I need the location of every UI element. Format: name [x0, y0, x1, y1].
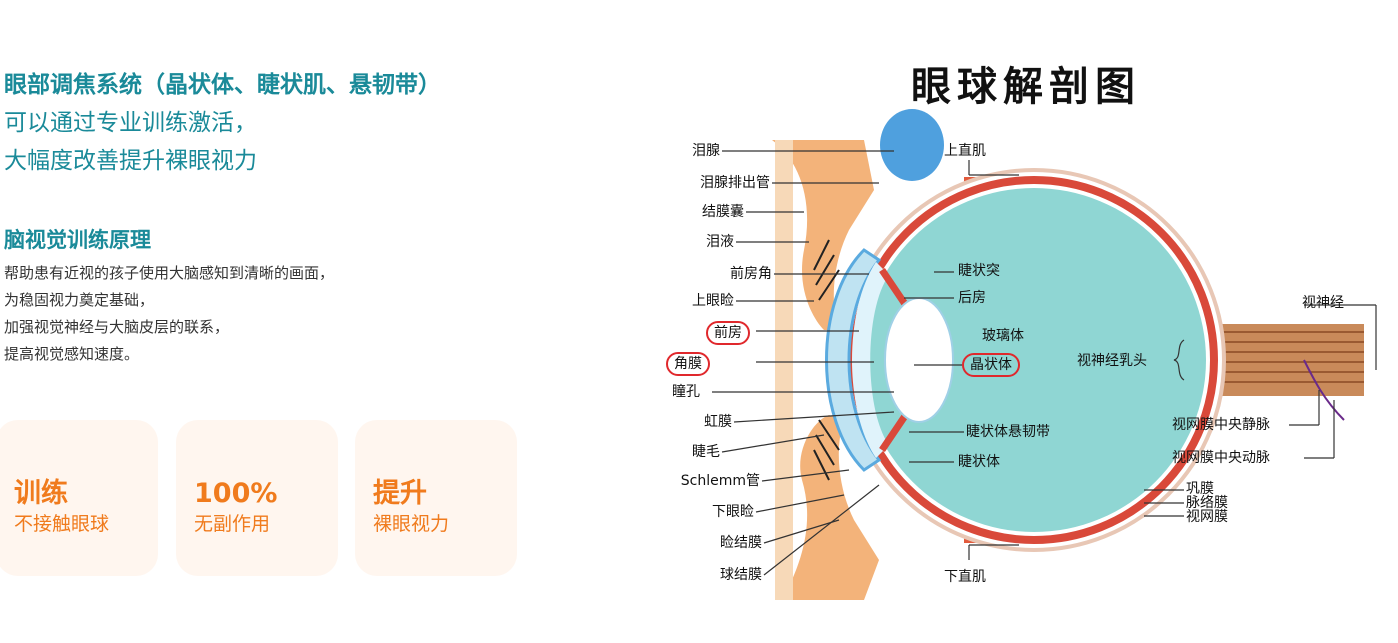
intro-panel: 眼部调焦系统（晶状体、睫状肌、悬韧带） 可以通过专业训练激活， 大幅度改善提升裸…: [4, 66, 604, 368]
label-iris: 虹膜: [704, 414, 732, 430]
label-palpebral-conjunctiva: 睑结膜: [720, 535, 762, 551]
diagram-title: 眼球解剖图: [911, 63, 1141, 110]
label-ciliary-process: 睫状突: [958, 263, 1000, 279]
headline: 眼部调焦系统（晶状体、睫状肌、悬韧带）: [4, 72, 441, 98]
label-cornea: 角膜: [666, 352, 710, 376]
description: 帮助患有近视的孩子使用大脑感知到清晰的画面， 为稳固视力奠定基础， 加强视觉神经…: [4, 260, 604, 368]
label-tears: 泪液: [706, 234, 734, 250]
label-lacrimal-duct: 泪腺排出管: [700, 175, 770, 191]
label-choroid: 脉络膜: [1186, 495, 1228, 511]
label-posterior-chamber: 后房: [958, 290, 986, 306]
label-schlemm-canal: Schlemm管: [680, 473, 760, 489]
label-sclera: 巩膜: [1186, 481, 1214, 497]
subline-1: 可以通过专业训练激活，: [4, 110, 257, 136]
eyelid-tissue: [772, 140, 874, 330]
feature-card-no-side-effects: 100% 无副作用: [176, 420, 338, 576]
label-optic-nerve: 视神经: [1302, 295, 1344, 311]
label-ciliary-body: 睫状体: [958, 454, 1000, 470]
label-optic-disc: 视神经乳头: [1077, 353, 1147, 369]
vitreous-body: [862, 188, 1206, 532]
feature-card-training: 训练 不接触眼球: [0, 420, 158, 576]
label-lacrimal-gland: 泪腺: [692, 143, 720, 159]
description-line: 帮助患有近视的孩子使用大脑感知到清晰的画面，: [4, 264, 335, 282]
label-central-retinal-artery: 视网膜中央动脉: [1172, 450, 1270, 466]
label-eyelash: 睫毛: [692, 444, 720, 460]
subline-2: 大幅度改善提升裸眼视力: [4, 148, 257, 174]
label-superior-rectus: 上直肌: [944, 143, 986, 159]
label-anterior-chamber: 前房: [706, 321, 750, 345]
lower-eyelid-tissue: [782, 415, 879, 600]
feature-cards: 训练 不接触眼球 100% 无副作用 提升 裸眼视力: [0, 420, 560, 576]
label-upper-eyelid: 上眼睑: [692, 293, 734, 309]
feature-card-title: 提升: [373, 478, 427, 509]
feature-card-subtitle: 无副作用: [194, 513, 271, 535]
label-inferior-rectus: 下直肌: [944, 569, 986, 585]
label-zonule: 睫状体悬韧带: [966, 424, 1050, 440]
feature-card-subtitle: 不接触眼球: [14, 513, 110, 535]
feature-card-title: 训练: [14, 478, 68, 509]
lens: [884, 297, 954, 423]
label-retina: 视网膜: [1186, 509, 1228, 525]
label-lens: 晶状体: [962, 353, 1020, 377]
label-lower-eyelid: 下眼睑: [712, 504, 754, 520]
feature-card-title: 100%: [194, 478, 278, 509]
label-central-retinal-vein: 视网膜中央静脉: [1172, 417, 1270, 433]
label-pupil: 瞳孔: [672, 384, 700, 400]
feature-card-subtitle: 裸眼视力: [373, 513, 450, 535]
eye-illustration: [712, 109, 1377, 600]
description-line: 提高视觉感知速度。: [4, 345, 140, 363]
lacrimal-gland: [880, 109, 944, 181]
label-anterior-angle: 前房角: [730, 266, 772, 282]
eye-anatomy-diagram: 眼球解剖图 泪腺 泪腺排出管 结膜囊 泪液 前房角 上眼睑 前房 角膜 瞳孔 虹…: [664, 40, 1384, 620]
feature-card-improve: 提升 裸眼视力: [355, 420, 517, 576]
label-vitreous: 玻璃体: [982, 328, 1024, 344]
label-conjunctival-sac: 结膜囊: [702, 204, 744, 220]
description-line: 加强视觉神经与大脑皮层的联系，: [4, 318, 230, 336]
label-bulbar-conjunctiva: 球结膜: [720, 567, 762, 583]
anterior-chamber: [852, 262, 889, 458]
section-title: 脑视觉训练原理: [4, 228, 151, 252]
description-line: 为稳固视力奠定基础，: [4, 291, 155, 309]
